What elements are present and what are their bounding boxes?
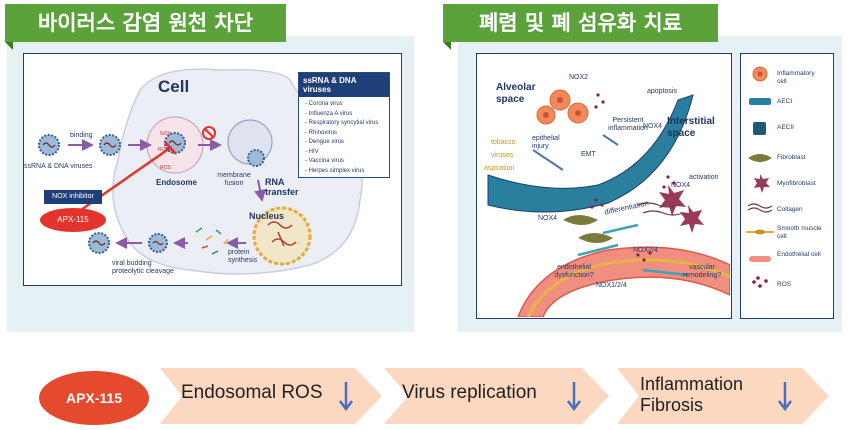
binding-label: binding [70,132,93,139]
right-panel-header: 폐렴 및 폐 섬유화 치료 [443,4,718,42]
virus-released-icon [88,232,110,254]
nox2-top-label: NOX2 [569,74,589,81]
legend-icons [746,66,774,288]
flow-step-2-label: Virus replication [402,382,537,403]
apoptosis-label: apoptosis [647,88,677,95]
tobacco-label: tobacco [491,139,516,146]
legend-collagen: Collagen [777,206,803,213]
nox-inhibitor-box: NOX inhibitor [44,190,102,204]
legend-fibroblast: Fibroblast [777,154,806,161]
endothelial-dysfunction-label: endothelial dysfunction? [554,264,594,279]
left-panel-header: 바이러스 감염 원천 차단 [5,4,286,42]
flow-step-3-line-1: Inflammation [640,374,744,394]
virus-list-title: ssRNA & DNA viruses [299,73,389,97]
emt-label: EMT [581,151,596,158]
flow-step-3-label: Inflammation Fibrosis [640,374,743,416]
legend-aecii: AECII [777,124,794,131]
nox124-label: NOX1/2/4 [596,282,627,289]
list-item: - Rhinovirus [305,129,338,136]
viruses-label: viruses [491,152,514,159]
epithelial-injury-label: epithelial injury [532,135,560,150]
rna-transfer-label: RNA transfer [265,177,299,197]
nox4-label-b: NOX4 [671,182,691,189]
virus-list-box: ssRNA & DNA viruses - Corona virus - Inf… [298,72,390,178]
viral-budding-label: viral budding proteolytic cleavage [112,260,174,275]
lung-diagram-art [487,89,730,317]
legend-aeci: AECI [777,98,793,105]
alveolar-space-label: Alveolar space [496,82,536,105]
cell-title: Cell [158,77,190,96]
list-item: - Corona virus [305,101,343,107]
flow-step-3-line-2: Fibrosis [640,395,704,415]
flow-step-2-shape [384,368,609,424]
activation-label: activation [689,174,719,181]
virus-binding-icon [38,134,60,156]
vascular-remodeling-label: vascular remodeling? [682,264,722,279]
ssrna-dna-viruses-label: ssRNA & DNA viruses [24,163,93,170]
aspiration-label: aspiration [484,165,515,172]
virus-fusion-icon [247,149,265,167]
legend-smooth-muscle-cell: Smooth muscle cell [777,225,822,240]
list-item: - HIV [305,148,319,155]
legend-inflammatory-cell: Inflammatory cell [777,70,815,85]
list-item: - Dengue virus [305,139,345,145]
apx-115-badge: APX-115 [40,208,106,232]
list-item: - Vaccina virus [305,158,344,164]
protein-synthesis-label: protein synthesis [228,249,258,264]
flow-step-1-label: Endosomal ROS [181,382,323,403]
legend-myofibroblast: Myofibroblast [777,180,816,187]
legend-ros: ROS [777,281,792,288]
interstitial-space-label: Interstitial space [667,116,715,139]
ros-label-2: ROS [160,165,171,171]
left-ribbon-fold [5,42,13,50]
ros-label-1: ROS [158,147,169,153]
endosome-label: Endosome [156,178,197,187]
list-item: - Herpes simplex virus [305,167,365,174]
virus-attached-icon [99,134,121,156]
membrane-fusion-label: membrane fusion [217,172,251,187]
list-item: - Influenza A virus [305,110,353,117]
nox4-label-a: NOX4 [643,123,663,130]
legend-endothelial-cell: Endothelial cell [777,251,821,258]
right-ribbon-fold [443,42,451,50]
persistent-inflammation-label: Persistent inflammation [608,117,648,132]
nox4-label-c: NOX4 [538,215,558,222]
nox24-label: NOX2/4 [633,247,658,254]
flow-start-apx-115: APX-115 [39,371,149,425]
prohibited-icon [202,126,216,140]
list-item: - Respiratory syncytial virus [305,120,379,126]
virus-list: - Corona virus - Influenza A virus - Res… [305,100,389,176]
nox-label: NOX [160,131,171,137]
flow-step-1-shape [160,368,382,424]
flow-step-3-shape [617,368,829,424]
nucleus-label: Nucleus [249,211,285,221]
virus-budding-icon [148,233,168,253]
